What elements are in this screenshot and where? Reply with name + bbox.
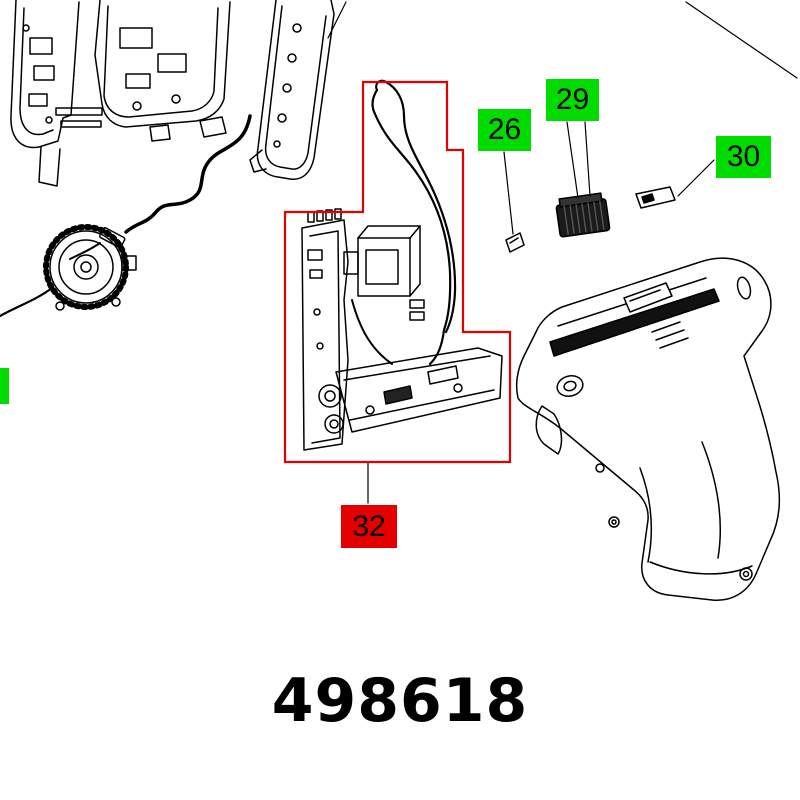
clip-part xyxy=(505,232,525,253)
label-plate-part xyxy=(635,186,676,209)
callout-partial[interactable] xyxy=(0,368,9,404)
callout-26[interactable]: 26 xyxy=(478,109,531,151)
part-number: 498618 xyxy=(271,666,529,736)
terminal-block-part xyxy=(555,192,611,238)
callout-29[interactable]: 29 xyxy=(546,79,599,121)
housing-shell-left-part xyxy=(10,0,80,187)
cover-plate-part xyxy=(249,0,335,180)
power-cord-part xyxy=(69,114,252,260)
housing-shell-right-part xyxy=(55,0,231,142)
speed-dial-part xyxy=(0,224,137,318)
leader-lines xyxy=(327,1,798,79)
highlight-outline xyxy=(283,80,512,464)
switch-assembly-part xyxy=(301,79,503,451)
callout-30[interactable]: 30 xyxy=(716,136,771,178)
callout-leader-lines xyxy=(367,121,715,504)
callout-32[interactable]: 32 xyxy=(341,505,397,548)
tool-body-part xyxy=(515,257,781,601)
